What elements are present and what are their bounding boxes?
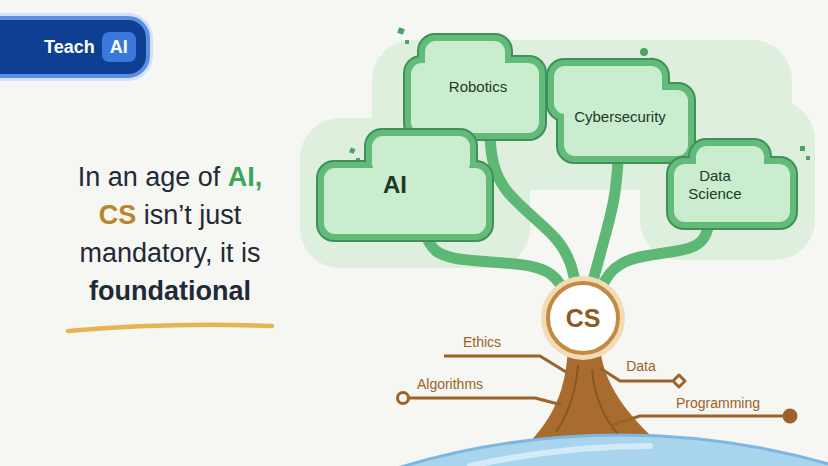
cloud-part: [666, 156, 798, 230]
globe: [0, 435, 828, 466]
root-line: [612, 416, 783, 425]
cloud-part: [316, 160, 494, 242]
cloud-layer: [674, 146, 790, 222]
node-label: AI: [383, 171, 407, 199]
globe-highlight: [470, 446, 650, 466]
cloud-part: [558, 84, 694, 162]
cloud-part: [668, 158, 796, 228]
text-wrap: Robotics: [449, 78, 507, 96]
node-label: Data Science: [680, 167, 750, 203]
cloud-part: [324, 168, 486, 234]
topic-cloud: Robotics: [405, 35, 545, 139]
cloud-layer: [403, 33, 547, 141]
title-word: it: [220, 238, 234, 268]
title-word: mandatory,: [79, 238, 212, 268]
topic-cloud: Cybersecurity: [548, 60, 694, 162]
title-word: an: [108, 162, 138, 192]
root-label: Programming: [676, 395, 760, 412]
sparkle: [349, 147, 355, 153]
title-word: CS: [99, 200, 137, 230]
node-label: AI: [110, 36, 128, 58]
sparkle: [806, 156, 810, 160]
title-underline: [68, 325, 272, 331]
logo-tag: AI: [102, 32, 136, 62]
cloud-layer: [666, 138, 798, 230]
title-word: isn’t: [144, 200, 192, 230]
root-end: [784, 410, 796, 422]
title-word: In: [78, 162, 101, 192]
root-end: [398, 393, 409, 404]
sparkle: [405, 40, 409, 44]
text-wrap: AI: [383, 171, 407, 199]
globe-shape: [0, 435, 828, 466]
cloud-layer: [405, 35, 545, 139]
cloud-part: [411, 63, 539, 133]
title-word: foundational: [89, 276, 251, 306]
text-wrap: CS: [566, 304, 601, 332]
cloud-layer: [546, 58, 696, 164]
text-wrap: Cybersecurity: [574, 108, 666, 126]
root-end: [673, 375, 685, 387]
trunk: [526, 348, 662, 446]
cloud-layer: [668, 140, 796, 228]
headline: In an age of AI, CS isn’t just mandatory…: [40, 158, 300, 310]
sparkle: [397, 27, 405, 35]
title-word: just: [199, 200, 241, 230]
roots: [398, 356, 797, 425]
title-word: is: [241, 238, 261, 268]
cloud-part: [318, 162, 492, 240]
title-word: of: [198, 162, 221, 192]
node-label: Teach: [44, 36, 95, 58]
cloud-shape: [668, 140, 796, 228]
cloud-part: [674, 164, 790, 222]
cloud-layer: [324, 136, 486, 234]
text-wrap: Data Science: [680, 167, 750, 203]
title-word: age: [145, 162, 190, 192]
tree-trunk: [526, 348, 662, 446]
tree-branch: [602, 228, 708, 286]
bark-line: [556, 365, 578, 432]
root-label: Ethics: [463, 334, 501, 351]
tree-branch: [428, 240, 562, 287]
root-circle: CS: [546, 281, 620, 355]
sparkle: [640, 48, 648, 56]
cloud-part: [564, 90, 688, 156]
root-line: [409, 398, 562, 405]
node-label: CS: [566, 304, 601, 332]
root-line: [444, 356, 566, 372]
sparkle: [800, 146, 805, 151]
node-label: Robotics: [449, 78, 507, 96]
cloud-layer: [316, 128, 494, 242]
root-label: Algorithms: [417, 376, 483, 393]
topic-cloud: AI: [318, 130, 492, 240]
node-label: Cybersecurity: [574, 108, 666, 126]
topic-cloud: Data Science: [668, 140, 796, 228]
cloud-layer: [548, 60, 694, 162]
cloud-layer: [318, 130, 492, 240]
cloud-part: [405, 57, 545, 139]
cloud-part: [556, 82, 696, 164]
logo-badge: Teach AI: [0, 16, 150, 78]
cloud-layer: [411, 41, 539, 133]
root-label: Data: [626, 358, 656, 375]
cloud-layer: [554, 66, 688, 156]
title-word: AI,: [228, 162, 263, 192]
headline-wrap: In an age of AI, CS isn’t just mandatory…: [40, 158, 300, 310]
